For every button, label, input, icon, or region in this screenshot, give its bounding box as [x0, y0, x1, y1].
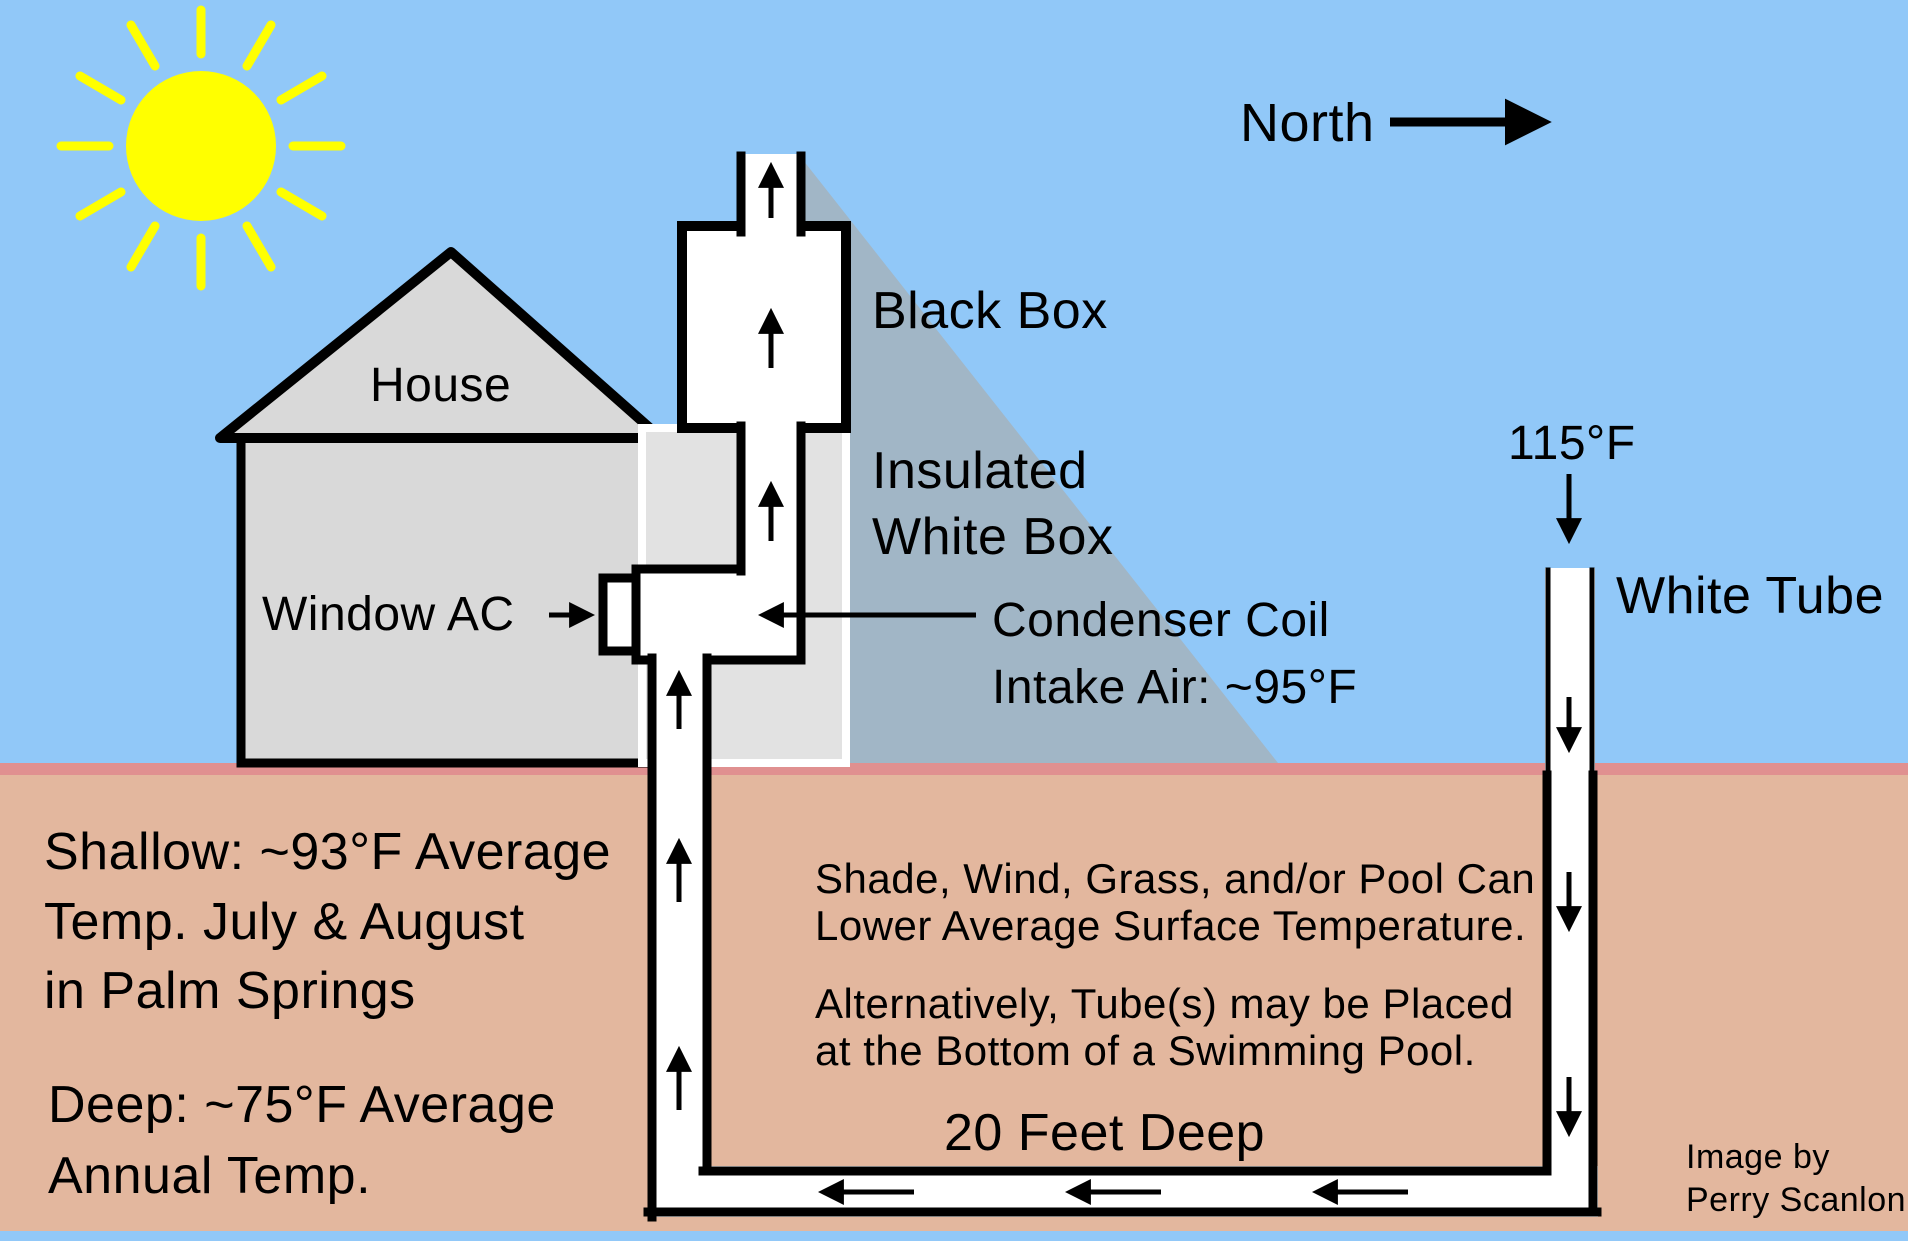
right-tube-walls-underground: [1542, 770, 1598, 1217]
insulated-label-line1: Insulated: [872, 442, 1088, 500]
bottom-tube-walls: [643, 1166, 1602, 1217]
shallow-note-line2: Temp. July & August: [44, 892, 525, 951]
shade-note-line2: Lower Average Surface Temperature.: [815, 902, 1527, 950]
north-label: North: [1240, 93, 1375, 153]
image-credit-line1: Image by: [1686, 1138, 1830, 1176]
airflow-arrows: [666, 161, 1582, 1205]
temp-115-label: 115°F: [1508, 417, 1636, 470]
shade-note-line1: Shade, Wind, Grass, and/or Pool Can: [815, 855, 1536, 902]
sun-icon: [56, 5, 346, 291]
bottom-edge-strip: [0, 1231, 1908, 1241]
sun-disc: [126, 71, 276, 221]
white-tube-walls-above-ground: [1545, 567, 1595, 778]
shallow-note-line1: Shallow: ~93°F Average: [44, 823, 612, 881]
condenser-label-line1: Condenser Coil: [992, 594, 1330, 647]
deep-note-line2: Annual Temp.: [48, 1146, 372, 1205]
house-label: House: [370, 359, 512, 412]
condenser-label-line2: Intake Air: ~95°F: [992, 661, 1358, 715]
insulated-label-line2: White Box: [872, 508, 1114, 567]
condenser-coil-box: [631, 564, 806, 665]
window-ac-unit: [598, 573, 641, 656]
shade-note: Shade, Wind, Grass, and/or Pool Can Lowe…: [815, 855, 1535, 949]
left-tube-walls: [647, 653, 712, 1222]
deep-note-line1: Deep: ~75°F Average: [48, 1076, 556, 1134]
deep-temp-note: Deep: ~75°F Average Annual Temp.: [48, 1070, 556, 1211]
alternative-note-line1: Alternatively, Tube(s) may be Placed: [815, 980, 1514, 1027]
black-box: [677, 221, 851, 433]
window-ac-label: Window AC: [262, 588, 515, 641]
insulated-white-box-label: Insulated White Box: [872, 438, 1113, 570]
riser-tube-walls: [736, 421, 806, 576]
left-tube-interior: [648, 654, 711, 1214]
depth-label: 20 Feet Deep: [944, 1104, 1266, 1162]
black-box-label: Black Box: [872, 282, 1108, 340]
alternative-note: Alternatively, Tube(s) may be Placed at …: [815, 980, 1514, 1074]
exhaust-tube-walls: [736, 151, 806, 237]
house-roof: [215, 247, 666, 443]
alternative-note-line2: at the Bottom of a Swimming Pool.: [815, 1027, 1476, 1075]
sun-rays: [56, 5, 346, 291]
riser-tube-interior: [739, 422, 803, 575]
shallow-temp-note: Shallow: ~93°F Average Temp. July & Augu…: [44, 818, 611, 1027]
condenser-coil-label: Condenser Coil Intake Air: ~95°F: [992, 587, 1357, 721]
image-credit-line2: Perry Scanlon: [1686, 1180, 1907, 1219]
black-box-shadow: [803, 160, 1278, 763]
image-credit: Image by Perry Scanlon: [1686, 1136, 1906, 1222]
white-tube-label: White Tube: [1616, 567, 1885, 625]
shallow-note-line3: in Palm Springs: [44, 962, 416, 1021]
